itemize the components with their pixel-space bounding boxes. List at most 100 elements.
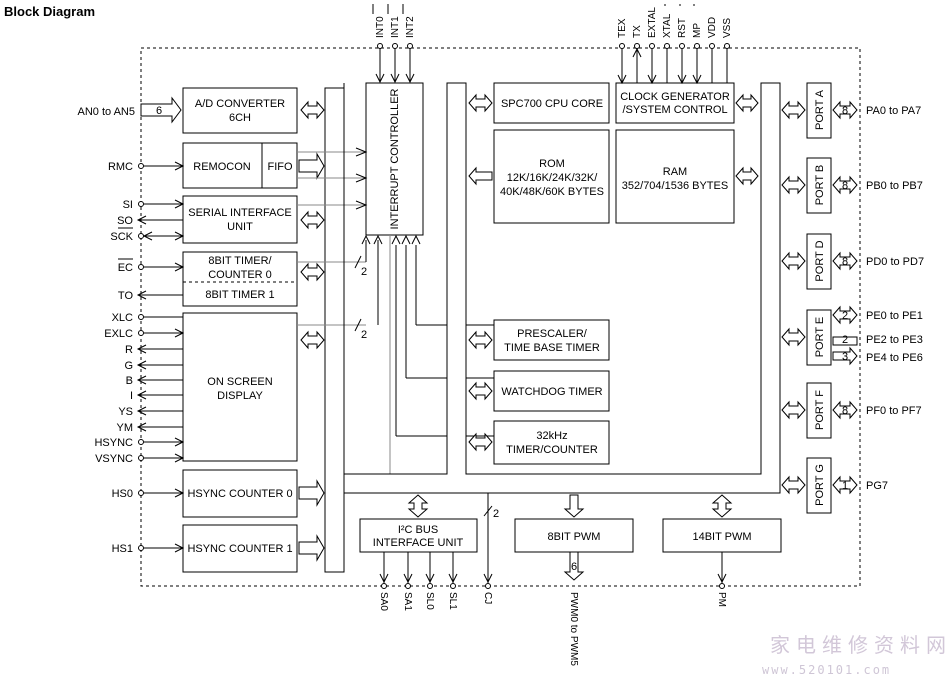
pwm-width: 6 bbox=[571, 561, 577, 573]
hs1-label: HS1 bbox=[112, 543, 133, 555]
timer0-sublabel: COUNTER 0 bbox=[208, 269, 272, 281]
pm-label: PM bbox=[716, 592, 727, 607]
pe46-label: PE4 to PE6 bbox=[866, 352, 923, 364]
adc-sublabel: 6CH bbox=[229, 112, 251, 124]
int1-label: INT1 bbox=[390, 16, 401, 38]
an-label: AN0 to AN5 bbox=[78, 106, 135, 118]
osd-block: ON SCREEN DISPLAY bbox=[182, 312, 298, 462]
pg-label: PG7 bbox=[866, 480, 888, 492]
to-label: TO bbox=[118, 290, 134, 302]
sl1-label: SL1 bbox=[447, 592, 458, 610]
int-pins: INT0 INT1 INT2 bbox=[372, 4, 416, 84]
prescaler-label: PRESCALER/ bbox=[517, 328, 588, 340]
xtal-label: XTAL bbox=[662, 13, 673, 38]
serial-block: SERIAL INTERFACE UNIT bbox=[182, 195, 298, 244]
osd-sublabel: DISPLAY bbox=[217, 390, 263, 402]
i2c-block: I²C BUS INTERFACE UNIT bbox=[359, 518, 478, 553]
port-pin-arrows: 8 8 8 2 2 3 8 1 bbox=[832, 100, 858, 495]
bus-port-arrows bbox=[781, 100, 806, 495]
remocon-block: REMOCON FIFO bbox=[182, 142, 298, 189]
rom-sublabel-1: 12K/16K/24K/32K/ bbox=[507, 172, 598, 184]
watermark-cn: 家电维修资料网 bbox=[770, 633, 951, 657]
rom-block: ROM 12K/16K/24K/32K/ 40K/48K/60K BYTES bbox=[493, 129, 610, 224]
tx-label: TX bbox=[632, 25, 643, 38]
watchdog-label: WATCHDOG TIMER bbox=[501, 386, 602, 398]
pe01-width: 2 bbox=[842, 310, 848, 322]
port-f-block bbox=[806, 382, 832, 439]
pe01-label: PE0 to PE1 bbox=[866, 310, 923, 322]
port-e-block bbox=[806, 309, 832, 366]
timer1-label: 8BIT TIMER 1 bbox=[205, 289, 274, 301]
prescaler-sublabel: TIME BASE TIMER bbox=[504, 342, 600, 354]
center-block-bus-arrows bbox=[468, 93, 759, 452]
serial-sublabel: UNIT bbox=[227, 221, 253, 233]
serial-label: SERIAL INTERFACE bbox=[188, 207, 292, 219]
left-block-bus-arrows bbox=[298, 100, 325, 562]
int2-label: INT2 bbox=[405, 16, 416, 38]
timer-block: 8BIT TIMER/ COUNTER 0 8BIT TIMER 1 bbox=[182, 251, 298, 307]
hsync1-label: HSYNC COUNTER 1 bbox=[187, 543, 292, 555]
cj-width: 2 bbox=[493, 508, 499, 520]
sa1-label: SA1 bbox=[402, 592, 413, 611]
pe46-width: 3 bbox=[842, 351, 848, 363]
pwm-label: PWM0 to PWM5 bbox=[568, 592, 579, 666]
pd-label: PD0 to PD7 bbox=[866, 256, 924, 268]
pwm8-block: 8BIT PWM bbox=[514, 518, 634, 553]
an-input-arrow: 6 bbox=[140, 96, 182, 124]
left-pin-labels: AN0 to AN5 RMC SI SO SCK EC TO XLC EXLC … bbox=[78, 106, 135, 555]
sa0-label: SA0 bbox=[378, 592, 389, 611]
port-g-label: PORT G bbox=[814, 464, 826, 506]
clock-sublabel: /SYSTEM CONTROL bbox=[622, 104, 727, 116]
g-label: G bbox=[124, 360, 133, 372]
mp-label: MP bbox=[692, 23, 703, 38]
clock-block: CLOCK GENERATOR /SYSTEM CONTROL bbox=[615, 82, 735, 124]
pe23-label: PE2 to PE3 bbox=[866, 334, 923, 346]
port-e-label: PORT E bbox=[814, 317, 826, 358]
i2c-pins: SA0 SA1 SL0 SL1 bbox=[378, 552, 458, 611]
timer0-width: 2 bbox=[361, 266, 367, 278]
pa-label: PA0 to PA7 bbox=[866, 105, 921, 117]
ram-block: RAM 352/704/1536 BYTES bbox=[615, 129, 735, 224]
hsync-counter-1-block: HSYNC COUNTER 1 bbox=[182, 524, 298, 573]
ys-label: YS bbox=[118, 406, 133, 418]
center-bus bbox=[343, 82, 781, 494]
vsync-label: VSYNC bbox=[95, 453, 133, 465]
i-label: I bbox=[130, 390, 133, 402]
pf-label: PF0 to PF7 bbox=[866, 405, 922, 417]
pb-width: 8 bbox=[842, 180, 848, 192]
hsync-counter-0-block: HSYNC COUNTER 0 bbox=[182, 469, 298, 518]
pd-width: 8 bbox=[842, 256, 848, 268]
clock-label: CLOCK GENERATOR bbox=[620, 91, 730, 103]
pe23-width: 2 bbox=[842, 334, 848, 346]
pf-width: 8 bbox=[842, 405, 848, 417]
rmc-label: RMC bbox=[108, 161, 133, 173]
port-a-block bbox=[806, 82, 832, 139]
ram-label: RAM bbox=[663, 166, 687, 178]
extal-label: EXTAL bbox=[647, 7, 658, 38]
cj-pin: 2 CJ bbox=[482, 493, 499, 604]
cpu-block: SPC700 CPU CORE bbox=[493, 82, 610, 124]
hs0-label: HS0 bbox=[112, 488, 133, 500]
timer0-label: 8BIT TIMER/ bbox=[208, 255, 272, 267]
interrupt-controller-block: INTERRUPT CONTROLLER bbox=[365, 82, 424, 236]
i2c-sublabel: INTERFACE UNIT bbox=[373, 537, 464, 549]
vdd-label: VDD bbox=[707, 17, 718, 38]
hsync-label: HSYNC bbox=[94, 437, 133, 449]
xlc-label: XLC bbox=[112, 312, 133, 324]
sl0-label: SL0 bbox=[424, 592, 435, 610]
si-label: SI bbox=[123, 199, 133, 211]
left-pin-wires bbox=[136, 161, 185, 553]
port-f-label: PORT F bbox=[814, 390, 826, 430]
pwm8-label: 8BIT PWM bbox=[548, 531, 601, 543]
pwm14-label: 14BIT PWM bbox=[692, 531, 751, 543]
ram-sublabel: 352/704/1536 BYTES bbox=[622, 180, 728, 192]
rom-label: ROM bbox=[539, 158, 565, 170]
left-bus bbox=[324, 87, 345, 573]
ec-label: EC bbox=[118, 262, 133, 274]
i2c-label: I²C BUS bbox=[398, 524, 438, 536]
sck-label: SCK bbox=[110, 231, 133, 243]
so-label: SO bbox=[117, 215, 133, 227]
hsync0-label: HSYNC COUNTER 0 bbox=[187, 488, 292, 500]
pwm-pins: 6 PWM0 to PWM5 PM bbox=[563, 551, 727, 666]
